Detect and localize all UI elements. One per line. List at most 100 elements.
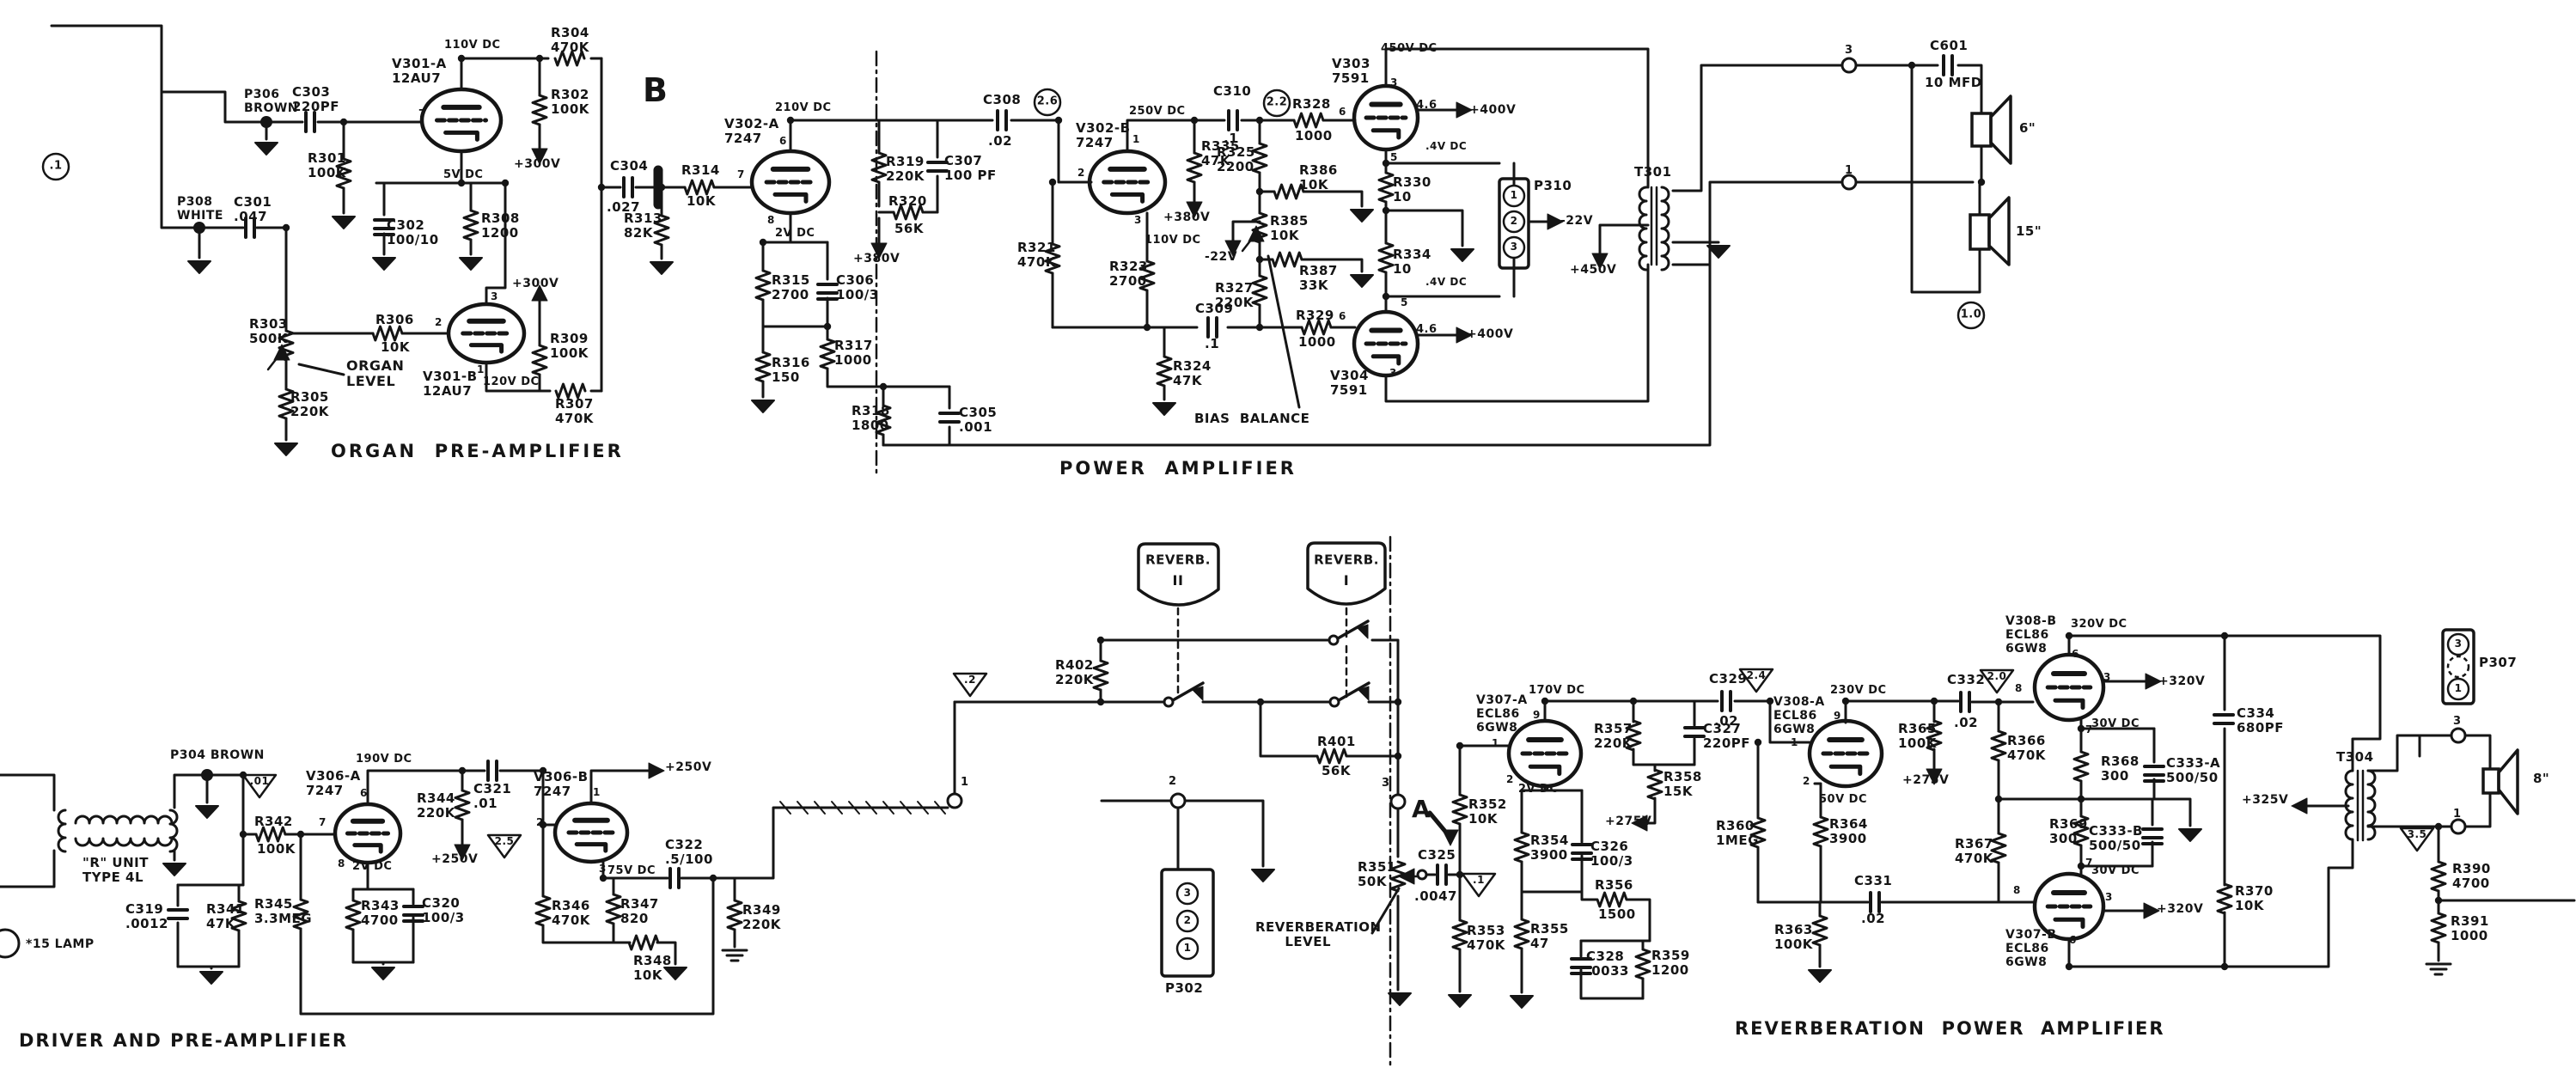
lbl-p306: P306 BROWN <box>244 88 299 115</box>
pin-v307b-3: 3 <box>2105 891 2113 903</box>
ground-icon <box>650 261 674 275</box>
lbl-r304: R304 470K <box>551 25 589 56</box>
reverb-ii-box <box>1137 542 1220 607</box>
pin-v308b-7: 7 <box>2085 723 2093 735</box>
voltage-arrow-icon <box>1547 213 1564 230</box>
p307-pin1: 1 <box>2454 682 2463 695</box>
ground-icon <box>1510 995 1534 1009</box>
speaker-15in <box>1969 213 1991 251</box>
ground-icon <box>459 257 483 271</box>
lbl-p320v-2: +320V <box>2157 902 2204 916</box>
lbl-r320: R320 <box>888 193 927 209</box>
resistor-R354 <box>1513 831 1530 863</box>
junction-dot <box>1382 206 1390 215</box>
voltage-arrow-icon <box>1456 101 1473 119</box>
lbl-c329v: .02 <box>1714 713 1739 729</box>
voltage-arrow-icon <box>1631 815 1648 832</box>
wire <box>0 773 56 812</box>
resistor-R301 <box>335 157 352 190</box>
reverb-i-box <box>1306 541 1387 606</box>
pin-v306a-8: 8 <box>338 857 345 870</box>
tube-V302-A-cathode <box>772 192 809 204</box>
lbl-reverb2b: II <box>1172 571 1184 589</box>
lbl-c303: C303 220PF <box>292 84 340 115</box>
lbl-2vdc-1: 2V DC <box>775 227 815 240</box>
marker-tri-25: 2.5 <box>494 835 515 848</box>
lbl-r352: R352 10K <box>1468 796 1507 827</box>
p302-pin3: 3 <box>1183 887 1192 900</box>
speaker-6in-cone <box>1989 95 2012 165</box>
lbl-p250v-1: +250V <box>431 852 479 866</box>
p310-pin2: 2 <box>1510 215 1518 228</box>
wire <box>2067 839 2354 968</box>
lbl-r303: R303 500K <box>249 316 288 347</box>
resistor-R391 <box>2430 912 2447 944</box>
lbl-c309v: .1 <box>1205 336 1220 351</box>
cable-hatch <box>882 801 894 815</box>
lbl-r351: R351 50K <box>1358 859 1396 890</box>
ground-icon <box>1808 969 1832 983</box>
switch-reverb-i-a-contact <box>1357 624 1369 639</box>
pin-v303-3: 3 <box>1390 76 1398 88</box>
junction-dot <box>296 830 305 839</box>
lbl-r347: R347 820 <box>620 896 659 927</box>
tube-V302-B <box>1087 149 1168 216</box>
lbl-c301: C301 .047 <box>234 194 272 225</box>
lbl-320vdc: 320V DC <box>2071 618 2127 631</box>
ref-triangle-icon <box>1979 668 2015 694</box>
connector-P310-pin <box>1502 235 1526 259</box>
wire <box>485 361 552 393</box>
marker-circ-26: 2.6 <box>1036 95 1059 108</box>
wire <box>1580 890 1598 901</box>
lbl-r355: R355 47 <box>1530 921 1569 952</box>
pot-wiper-arrow-icon <box>1248 225 1265 242</box>
plug-dot-icon <box>201 769 213 781</box>
lbl-reverb1b: I <box>1343 571 1350 589</box>
wire <box>589 769 655 805</box>
pin-v302b-3: 3 <box>1134 214 1142 226</box>
resistor-R346 <box>534 894 552 927</box>
lbl-v301b: V301-B 12AU7 <box>423 369 478 400</box>
junction-dot <box>1096 698 1105 706</box>
lbl-r402: R402 220K <box>1055 657 1094 688</box>
wire <box>1231 220 1261 247</box>
ground-icon <box>254 142 278 156</box>
junction-dot <box>709 874 717 882</box>
resistor-R329 <box>1300 319 1333 336</box>
pin-v304-3: 3 <box>1389 367 1397 379</box>
lbl-c332v: .02 <box>1954 715 1979 730</box>
junction-dot <box>2220 632 2229 640</box>
lbl-t301: T301 <box>1634 164 1672 180</box>
lbl-c310: C310 <box>1213 83 1252 99</box>
resistor-R317 <box>819 338 836 370</box>
junction-dot <box>2220 962 2229 971</box>
voltage-arrow-icon <box>1456 326 1473 344</box>
lbl-r345: R345 3.3MEG <box>254 896 313 927</box>
p302-pin2: 2 <box>1183 914 1192 927</box>
resistor-R314 <box>683 179 716 196</box>
wire <box>1598 223 1650 259</box>
wire <box>1733 699 1811 744</box>
lbl-2vdc-2: 2V DC <box>352 860 393 873</box>
wire <box>541 924 632 944</box>
resistor-R316 <box>754 351 772 383</box>
wire <box>761 298 829 328</box>
pin-v301b-1: 1 <box>477 363 485 375</box>
lbl-r370: R370 10K <box>2235 883 2274 914</box>
cable-hatch <box>814 801 826 815</box>
transformer-input-secondary <box>74 837 174 847</box>
connector-P307-pin <box>2446 632 2470 656</box>
lbl-r401v: 56K <box>1322 763 1351 778</box>
connector-P307-pin <box>2446 677 2470 701</box>
wire <box>1384 47 1650 189</box>
resistor-R343 <box>345 899 362 931</box>
lbl-reverb1a: REVERB. <box>1314 552 1379 568</box>
lbl-r363: R363 100K <box>1774 922 1813 953</box>
tube-V301-A <box>419 87 504 154</box>
ground-icon <box>663 967 687 980</box>
pin-v306a-6: 6 <box>360 787 368 799</box>
lbl-c302: C302 100/10 <box>387 217 439 248</box>
ref-circle-icon <box>1262 88 1291 118</box>
wire <box>1543 699 1719 723</box>
cable-hatch <box>865 801 877 815</box>
